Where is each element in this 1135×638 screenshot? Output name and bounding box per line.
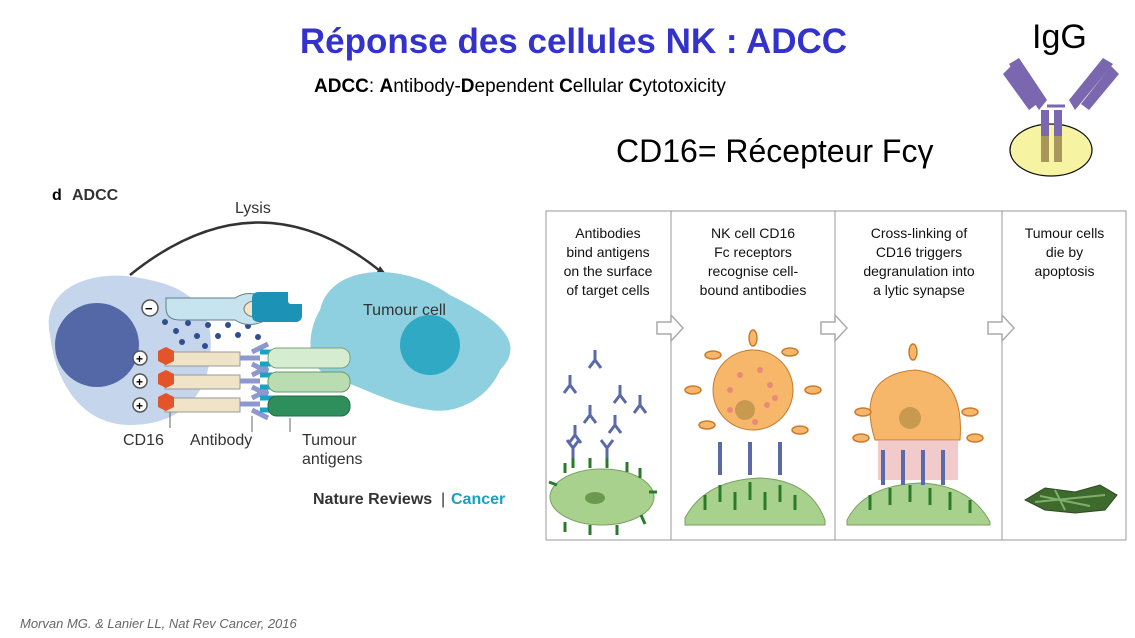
antibody-label: Antibody	[190, 432, 252, 449]
steps-panels	[545, 210, 1127, 541]
tumour-cell-label: Tumour cell	[363, 302, 446, 319]
step-text-line: Tumour cells	[1024, 225, 1105, 241]
tumour-nucleus	[400, 315, 460, 375]
subtitle-part: ADCC	[314, 76, 369, 97]
step-3-text: Cross-linking of CD16 triggers degranulati…	[839, 224, 999, 300]
cd16-label: CD16= Récepteur Fcγ	[616, 133, 934, 169]
step-2-text: NK cell CD16 Fc receptors recognise cell-b…	[675, 224, 831, 300]
adcc-mechanism-diagram: d ADCC Lysis Tumour cell − + + +	[48, 187, 511, 508]
slide-title: Réponse des cellules NK : ADCC	[299, 22, 848, 61]
step-text-line: NK cell CD16	[710, 225, 796, 241]
cd16-label-left: CD16	[123, 432, 164, 449]
igg-antibody-icon	[1003, 58, 1119, 177]
adcc-steps-figure: Antibodies bind antigens on the surface of …	[545, 210, 1127, 542]
subtitle-part: ytotoxicity	[642, 76, 726, 97]
tumour-antigens-label-1: Tumour	[302, 432, 357, 449]
step-text-line: a lytic synapse	[873, 282, 965, 298]
igg-label: IgG	[1032, 18, 1087, 56]
citation: Morvan MG. & Lanier LL, Nat Rev Cancer, …	[20, 616, 297, 631]
step-text-line: Cross-linking of	[870, 225, 968, 241]
step-text-line: Fc receptors	[714, 244, 792, 260]
step-text-line: on the surface	[563, 263, 653, 279]
subtitle-part: ntibody-	[393, 76, 461, 97]
plus-sign-3: +	[136, 399, 143, 413]
subtitle-part: C	[559, 76, 573, 97]
subtitle-part: :	[368, 76, 380, 97]
step-text-line: bound antibodies	[699, 282, 807, 298]
subtitle-part: A	[379, 76, 394, 97]
subtitle-part: C	[628, 76, 643, 97]
free-antibodies	[562, 350, 648, 444]
step-text-line: Antibodies	[575, 225, 641, 241]
step-1-text: Antibodies bind antigens on the surface of …	[550, 224, 666, 300]
step-text-line: apoptosis	[1034, 263, 1095, 279]
journal-separator: |	[441, 491, 445, 508]
slide-subtitle: ADCC: Antibody-Dependent Cellular Cytoto…	[314, 76, 726, 98]
step-text-line: die by	[1045, 244, 1084, 260]
step-text-line: of target cells	[566, 282, 650, 298]
step-text-line: bind antigens	[566, 244, 650, 260]
minus-sign: −	[145, 301, 153, 316]
panel-title: ADCC	[72, 187, 119, 204]
subtitle-part: D	[460, 76, 475, 97]
subtitle-part: ependent	[474, 76, 560, 97]
journal-name: Nature Reviews	[313, 491, 432, 508]
step-text-line: degranulation into	[863, 263, 975, 279]
nk-cell-panel-2	[712, 349, 794, 431]
nk-nucleus	[55, 303, 139, 387]
tumour-antigens-label-2: antigens	[302, 451, 363, 468]
journal-section: Cancer	[451, 491, 505, 508]
lysis-label: Lysis	[235, 200, 271, 217]
plus-sign-1: +	[136, 352, 143, 366]
subtitle-part: ellular	[572, 76, 629, 97]
step-text-line: recognise cell-	[707, 263, 799, 279]
step-4-text: Tumour cells die by apoptosis	[1006, 224, 1123, 281]
step-text-line: CD16 triggers	[875, 244, 963, 260]
panel-letter: d	[52, 187, 62, 204]
nk-cell-panel-3	[869, 369, 961, 441]
plus-sign-2: +	[136, 375, 143, 389]
